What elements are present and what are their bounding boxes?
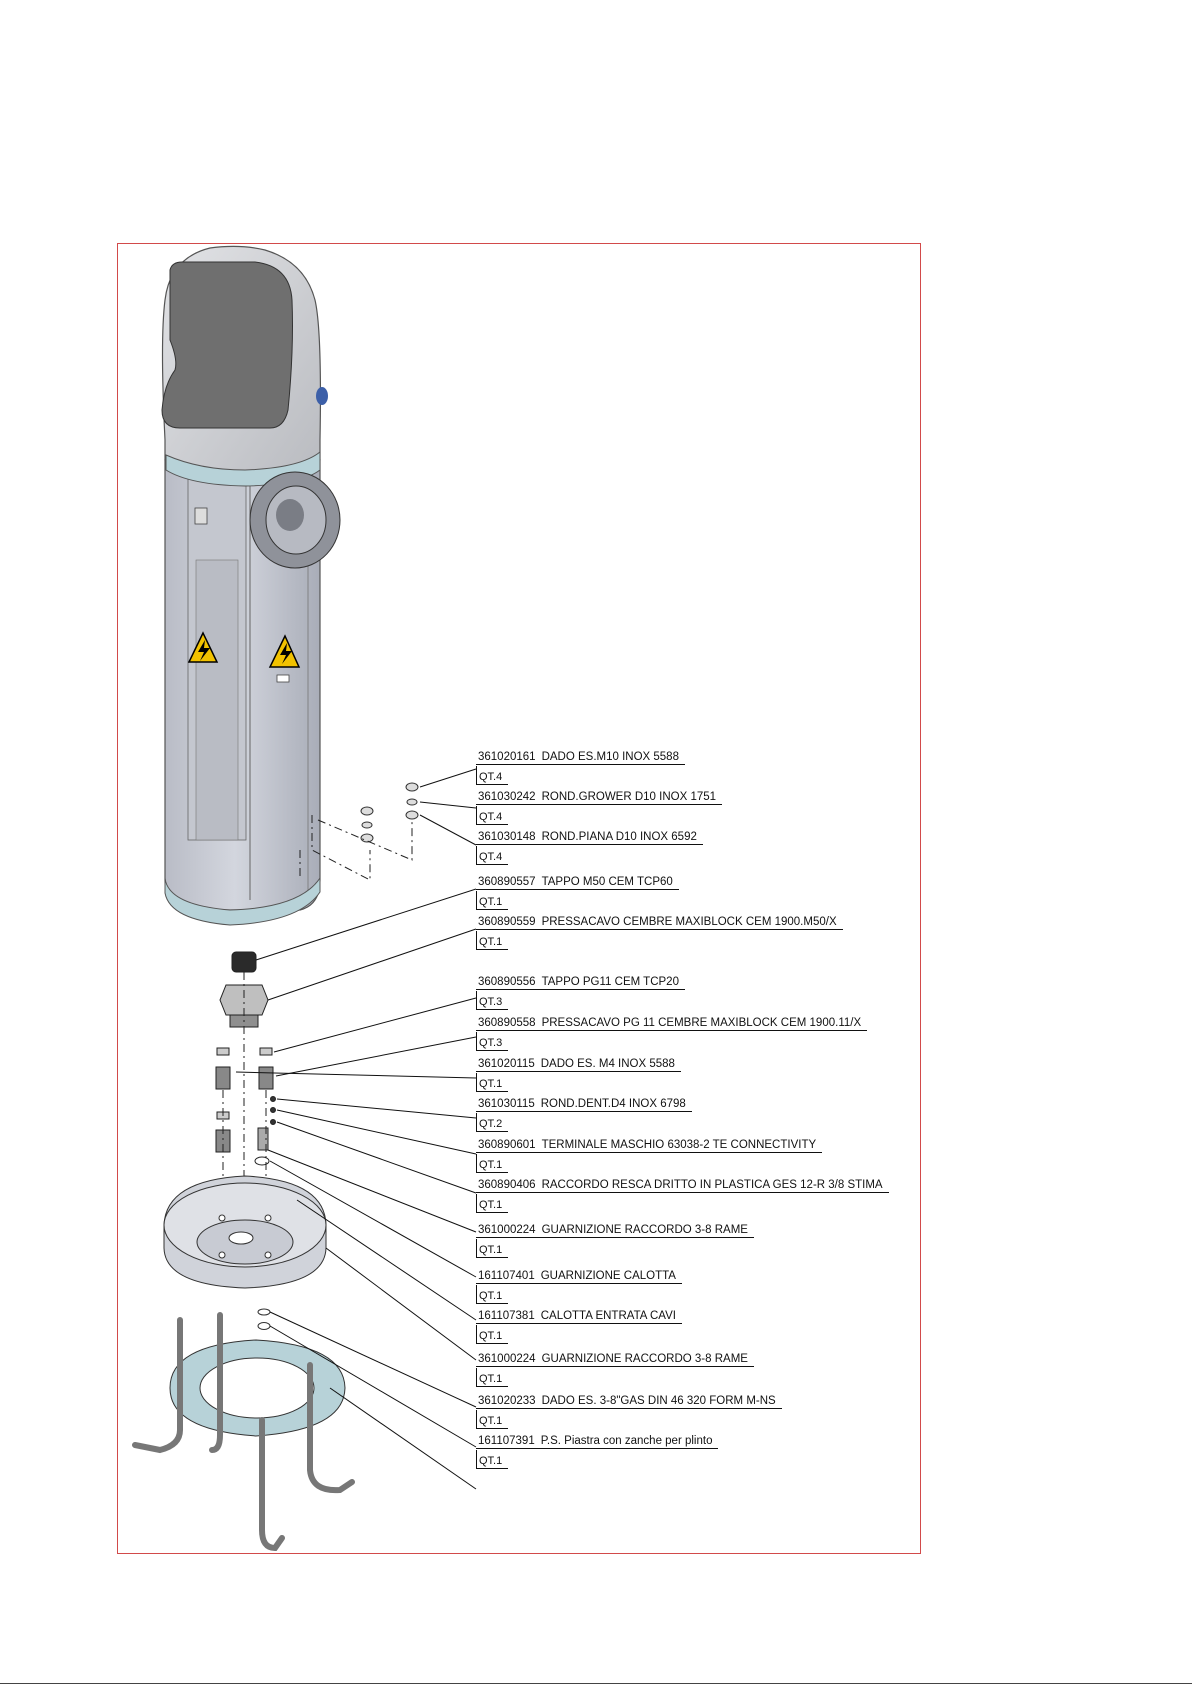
part-label: 360890406 RACCORDO RESCA DRITTO IN PLASTI… (476, 1178, 916, 1213)
part-code: 360890406 (478, 1179, 536, 1191)
part-qty: QT.1 (476, 1325, 509, 1344)
part-label: 361020233 DADO ES. 3-8"GAS DIN 46 320 FOR… (476, 1394, 916, 1429)
part-label: 360890558 PRESSACAVO PG 11 CEMBRE MAXIBLO… (476, 1016, 916, 1051)
part-label: 361030242 ROND.GROWER D10 INOX 1751 QT.4 (476, 790, 916, 825)
leader-lines (235, 768, 477, 1490)
part-code: 361020161 (478, 751, 536, 763)
part-code: 360890558 (478, 1017, 536, 1029)
part-code: 360890601 (478, 1139, 536, 1151)
part-label: 361030115 ROND.DENT.D4 INOX 6798 QT.2 (476, 1097, 916, 1132)
part-code: 161107401 (478, 1270, 535, 1282)
part-code: 361030115 (478, 1098, 535, 1110)
part-description: TAPPO PG11 CEM TCP20 (541, 976, 679, 988)
part-label: 161107391 P.S. Piastra con zanche per pli… (476, 1434, 916, 1469)
part-label: 361020161 DADO ES.M10 INOX 5588 QT.4 (476, 750, 916, 785)
part-code: 361000224 (478, 1224, 536, 1236)
part-description: DADO ES. 3-8"GAS DIN 46 320 FORM M-NS (541, 1395, 776, 1407)
part-label: 360890601 TERMINALE MASCHIO 63038-2 TE CO… (476, 1138, 916, 1173)
part-code: 161107381 (478, 1310, 535, 1322)
part-qty: QT.3 (476, 1032, 509, 1051)
part-label: 360890557 TAPPO M50 CEM TCP60 QT.1 (476, 875, 916, 910)
page-bottom-rule (0, 1683, 1192, 1684)
cable-glands (215, 951, 276, 1166)
part-qty: QT.4 (476, 766, 509, 785)
part-description: TERMINALE MASCHIO 63038-2 TE CONNECTIVIT… (541, 1139, 817, 1151)
part-qty: QT.1 (476, 1285, 509, 1304)
part-qty: QT.2 (476, 1113, 509, 1132)
part-code: 161107391 (478, 1435, 535, 1447)
part-description: PRESSACAVO PG 11 CEMBRE MAXIBLOCK CEM 19… (541, 1017, 862, 1029)
part-description: GUARNIZIONE CALOTTA (540, 1270, 676, 1282)
part-qty: QT.1 (476, 1410, 509, 1429)
part-qty: QT.1 (476, 1194, 509, 1213)
part-description: ROND.PIANA D10 INOX 6592 (541, 831, 697, 843)
part-qty: QT.4 (476, 806, 509, 825)
part-label: 361000224 GUARNIZIONE RACCORDO 3-8 RAME Q… (476, 1223, 916, 1258)
part-label: 361020115 DADO ES. M4 INOX 5588 QT.1 (476, 1057, 916, 1092)
part-label: 360890559 PRESSACAVO CEMBRE MAXIBLOCK CEM… (476, 915, 916, 950)
part-description: DADO ES. M4 INOX 5588 (540, 1058, 675, 1070)
part-label: 361030148 ROND.PIANA D10 INOX 6592 QT.4 (476, 830, 916, 865)
cable-entry-cap (163, 1175, 327, 1289)
part-qty: QT.3 (476, 991, 509, 1010)
part-description: GUARNIZIONE RACCORDO 3-8 RAME (541, 1224, 748, 1236)
part-description: DADO ES.M10 INOX 5588 (541, 751, 679, 763)
part-code: 361030148 (478, 831, 536, 843)
part-description: ROND.GROWER D10 INOX 1751 (541, 791, 717, 803)
part-code: 360890557 (478, 876, 536, 888)
part-description: P.S. Piastra con zanche per plinto (540, 1435, 713, 1447)
part-code: 361000224 (478, 1353, 536, 1365)
part-qty: QT.1 (476, 1073, 509, 1092)
part-code: 360890556 (478, 976, 536, 988)
part-qty: QT.1 (476, 891, 509, 910)
bolt-hardware (360, 782, 419, 843)
part-description: TAPPO M50 CEM TCP60 (541, 876, 673, 888)
part-description: CALOTTA ENTRATA CAVI (540, 1310, 676, 1322)
socket (249, 471, 341, 569)
part-label: 161107381 CALOTTA ENTRATA CAVI QT.1 (476, 1309, 916, 1344)
part-description: RACCORDO RESCA DRITTO IN PLASTICA GES 12… (541, 1179, 883, 1191)
part-code: 360890559 (478, 916, 536, 928)
part-qty: QT.4 (476, 846, 509, 865)
part-label: 161107401 GUARNIZIONE CALOTTA QT.1 (476, 1269, 916, 1304)
warning-sign-icon (187, 631, 219, 663)
part-qty: QT.1 (476, 1239, 509, 1258)
part-label: 361000224 GUARNIZIONE RACCORDO 3-8 RAME Q… (476, 1352, 916, 1387)
part-qty: QT.1 (476, 1368, 509, 1387)
part-code: 361020233 (478, 1395, 536, 1407)
anchor-plate (132, 1312, 355, 1552)
drawing-frame (117, 243, 921, 1554)
part-qty: QT.1 (476, 1154, 509, 1173)
warning-sign-icon (268, 634, 301, 668)
part-description: ROND.DENT.D4 INOX 6798 (540, 1098, 686, 1110)
part-qty: QT.1 (476, 1450, 509, 1469)
part-description: GUARNIZIONE RACCORDO 3-8 RAME (541, 1353, 748, 1365)
part-qty: QT.1 (476, 931, 509, 950)
part-description: PRESSACAVO CEMBRE MAXIBLOCK CEM 1900.M50… (541, 916, 837, 928)
charging-column (161, 245, 341, 926)
part-label: 360890556 TAPPO PG11 CEM TCP20 QT.3 (476, 975, 916, 1010)
part-code: 361020115 (478, 1058, 535, 1070)
part-code: 361030242 (478, 791, 536, 803)
